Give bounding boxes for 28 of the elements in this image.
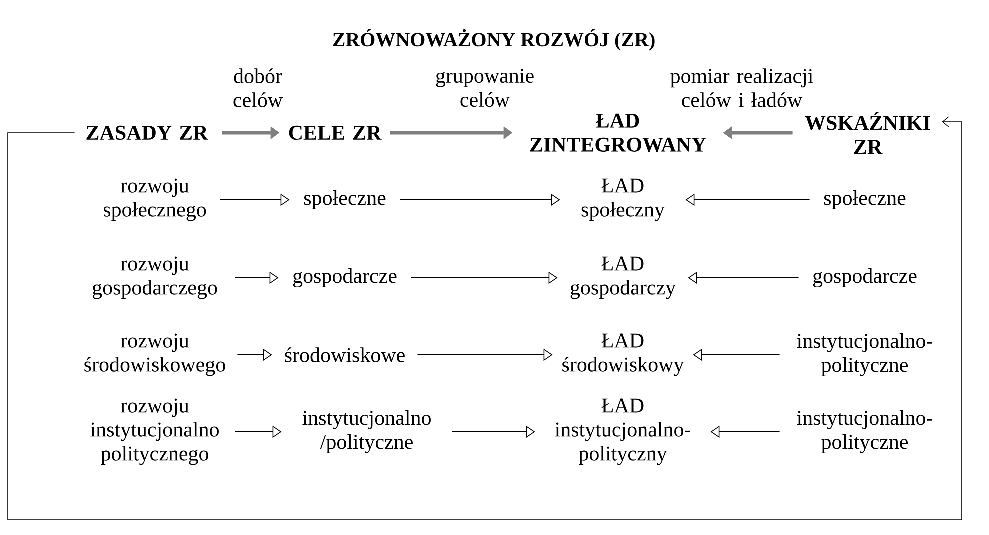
- heading: ZASADY ZR: [86, 126, 208, 140]
- text-label: społeczne: [304, 190, 386, 210]
- text-label: ŁAD społeczny: [582, 178, 665, 222]
- text-label: ŁAD instytucjonalno-polityczny: [555, 398, 690, 466]
- text-label: gospodarcze: [293, 268, 397, 288]
- arrow: [723, 126, 793, 140]
- text-label: rozwoju gospodarczego: [92, 256, 218, 300]
- arrow: [222, 126, 280, 140]
- text-label: społeczne: [824, 190, 906, 210]
- heading: WSKAŹNIKI ZR: [805, 112, 930, 154]
- text-label: środowiskowe: [285, 348, 405, 362]
- edge-label: pomiar realizacji celów i ładów: [670, 68, 814, 108]
- frame-arrow: [8, 116, 962, 520]
- text-label: rozwoju środowiskowego: [84, 334, 226, 376]
- text-label: rozwoju instytucjonalno politycznego: [90, 398, 219, 466]
- heading: CELE ZR: [289, 126, 382, 140]
- text-label: instytucjonalno-polityczne: [797, 333, 932, 377]
- heading: ŁAD ZINTEGROWANY: [530, 114, 706, 152]
- edge-label: grupowanie celów: [436, 68, 534, 108]
- text-label: rozwoju społecznego: [104, 178, 206, 222]
- text-label: gospodarcze: [813, 268, 917, 288]
- edge-label: dobór celów: [234, 68, 283, 108]
- text-label: ŁAD gospodarczy: [570, 256, 676, 300]
- text-label: instytucjonalno-polityczne: [797, 410, 932, 454]
- title: ZRÓWNOWAŻONY ROZWÓJ (ZR): [333, 29, 655, 51]
- text-label: instytucjonalno /polityczne: [302, 410, 431, 454]
- arrow: [390, 126, 513, 140]
- text-label: ŁAD środowiskowy: [562, 334, 684, 376]
